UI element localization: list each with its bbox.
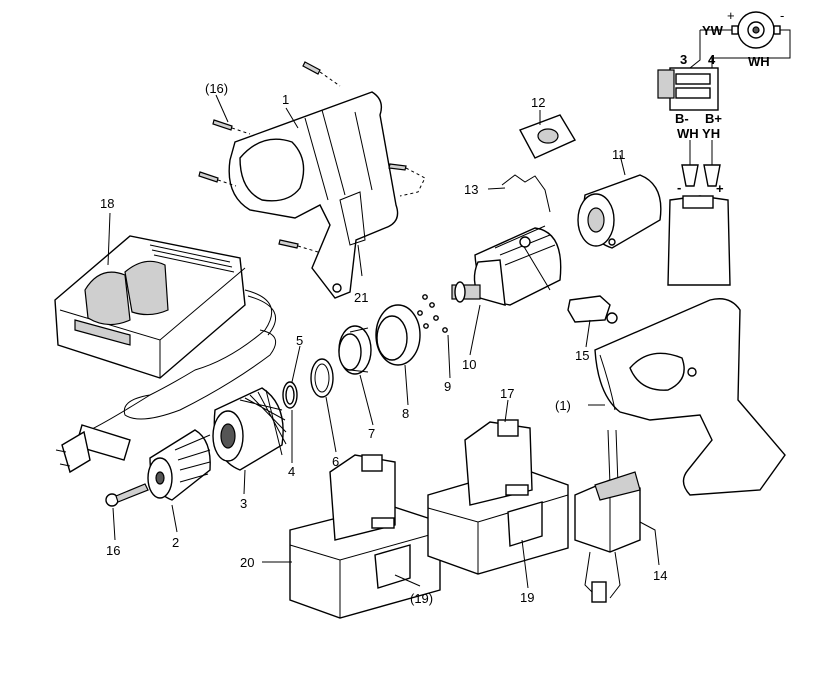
switch-cap-part	[519, 114, 577, 159]
wire-yw-label: YW	[702, 23, 724, 38]
label-18: 18	[100, 196, 114, 211]
charger-part	[54, 235, 277, 474]
label-8: 8	[402, 406, 409, 421]
housing-screws	[198, 61, 426, 253]
label-6: 6	[332, 454, 339, 469]
label-4: 4	[288, 464, 295, 479]
label-16: 16	[106, 543, 120, 558]
housing-half-part	[228, 91, 399, 299]
switch-module-part	[574, 429, 641, 603]
chuck-sleeve-part	[212, 387, 287, 471]
wire-plus-label: +	[727, 8, 735, 23]
b-plus-label: B+	[705, 111, 722, 126]
label-2: 2	[172, 535, 179, 550]
motor-part	[577, 174, 662, 249]
wire-wh-label: WH	[748, 54, 770, 69]
wh-yh-label: WH YH	[677, 126, 720, 141]
label-21: 21	[354, 290, 368, 305]
label-11: 11	[612, 147, 626, 162]
wiring-schematic	[657, 11, 791, 286]
label-16-ref: (16)	[205, 81, 228, 96]
ring-part	[282, 381, 298, 409]
leader-lines	[107, 94, 660, 589]
label-20: 20	[240, 555, 254, 570]
wire-minus-label: -	[780, 8, 784, 23]
chuck-screw-part	[105, 483, 149, 507]
terminal-3-label: 3	[680, 52, 687, 67]
label-5: 5	[296, 333, 303, 348]
label-1-ref: (1)	[555, 398, 571, 413]
batt-minus-label: -	[677, 180, 681, 195]
b-minus-label: B-	[675, 111, 689, 126]
label-13: 13	[464, 182, 478, 197]
pin-part	[567, 295, 618, 324]
label-10: 10	[462, 357, 476, 372]
part-labels: 1 (1) 2 3 4 5 6 7 8 9 10 11 12 13 14 15 …	[100, 81, 667, 606]
wiring-labels: YW + - WH 3 4 B- B+ WH YH - +	[675, 8, 784, 196]
label-12: 12	[531, 95, 545, 110]
label-19: 19	[520, 590, 534, 605]
label-19-ref: (19)	[410, 591, 433, 606]
label-3: 3	[240, 496, 247, 511]
label-17: 17	[500, 386, 514, 401]
battery-pack-part	[289, 454, 441, 619]
chuck-part	[147, 429, 211, 501]
label-15: 15	[575, 348, 589, 363]
terminal-4-label: 4	[708, 52, 716, 67]
label-1: 1	[282, 92, 289, 107]
label-14: 14	[653, 568, 667, 583]
circlip-part	[310, 358, 334, 398]
gearbox-part	[451, 225, 562, 306]
housing-half-ref-part	[594, 298, 786, 496]
spring-clip-part	[501, 174, 551, 213]
ball-bearings-part	[417, 294, 448, 333]
coupler-part	[338, 325, 372, 375]
label-7: 7	[368, 426, 375, 441]
label-9: 9	[444, 379, 451, 394]
ring-gear-part	[375, 304, 421, 366]
batt-plus-label: +	[716, 181, 724, 196]
battery-pack-2-part	[427, 419, 569, 575]
